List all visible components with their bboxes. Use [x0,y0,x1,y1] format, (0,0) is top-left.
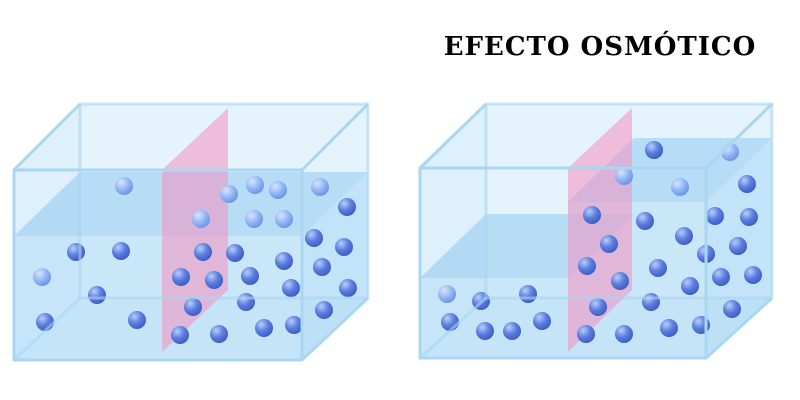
particle [660,319,678,337]
solute-particles [33,176,357,344]
particle [712,268,730,286]
particle [311,178,329,196]
particle [636,212,654,230]
particle [611,272,629,290]
particle [578,257,596,275]
particle [438,285,456,303]
particle [88,286,106,304]
particle [649,259,667,277]
particle [583,206,601,224]
tank-before [12,102,370,362]
particle [245,210,263,228]
particle [600,235,618,253]
tank-frame [418,102,774,360]
diagram-title: EFECTO OSMÓTICO [443,32,757,62]
particle [282,279,300,297]
particle [269,181,287,199]
particle [255,319,273,337]
particle [285,316,303,334]
particle [192,210,210,228]
particle [723,300,741,318]
particle [33,268,51,286]
particle [315,301,333,319]
particle [112,242,130,260]
particle [476,322,494,340]
particle [171,326,189,344]
tank-frame [12,102,370,362]
particle [671,178,689,196]
particle [503,322,521,340]
particle [305,229,323,247]
particle [589,298,607,316]
particle [226,244,244,262]
particle [172,268,190,286]
particle [275,210,293,228]
particle [533,312,551,330]
particle [313,258,331,276]
tank-after [418,102,774,360]
particle [275,252,293,270]
particle [519,285,537,303]
particle [128,311,146,329]
particle [441,313,459,331]
particle [681,277,699,295]
particle [615,167,633,185]
particle [205,271,223,289]
particle [615,325,633,343]
solute-particles [438,141,762,343]
particle [115,177,133,195]
particle [338,198,356,216]
particle [241,267,259,285]
particle [740,208,758,226]
particle [339,279,357,297]
particle [675,227,693,245]
particle [706,207,724,225]
particle [738,175,756,193]
particle [729,237,747,255]
particle [246,176,264,194]
particle [642,293,660,311]
particle [210,325,228,343]
particle [184,298,202,316]
particle [335,238,353,256]
particle [645,141,663,159]
particle [577,325,595,343]
particle [220,185,238,203]
particle [67,243,85,261]
particle [744,266,762,284]
particle [194,243,212,261]
particle [237,293,255,311]
particle [36,313,54,331]
